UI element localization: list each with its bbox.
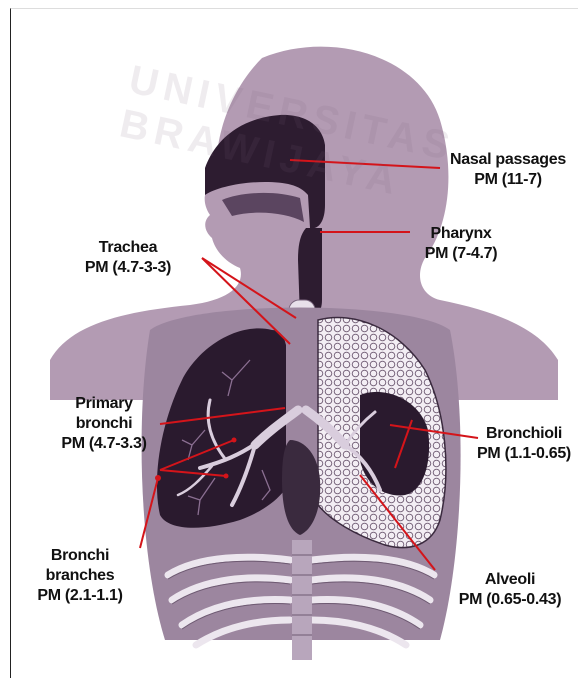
label-bronchioli-pm: PM (1.1-0.65) bbox=[462, 444, 586, 464]
label-pharynx-pm: PM (7-4.7) bbox=[406, 244, 516, 264]
label-nasal-pm: PM (11-7) bbox=[440, 170, 576, 190]
label-pharynx-name: Pharynx bbox=[406, 224, 516, 244]
label-branches-name-2: branches bbox=[20, 566, 140, 586]
label-trachea-name: Trachea bbox=[58, 238, 198, 258]
spine bbox=[292, 540, 312, 660]
label-trachea: Trachea PM (4.7-3-3) bbox=[58, 238, 198, 278]
label-primary-name-2: bronchi bbox=[44, 414, 164, 434]
label-nasal-name: Nasal passages bbox=[440, 150, 576, 170]
label-nasal-passages: Nasal passages PM (11-7) bbox=[440, 150, 576, 190]
label-bronchioli-name: Bronchioli bbox=[462, 424, 586, 444]
label-alveoli-pm: PM (0.65-0.43) bbox=[440, 590, 580, 610]
label-trachea-pm: PM (4.7-3-3) bbox=[58, 258, 198, 278]
label-alveoli-name: Alveoli bbox=[440, 570, 580, 590]
label-pharynx: Pharynx PM (7-4.7) bbox=[406, 224, 516, 264]
label-alveoli: Alveoli PM (0.65-0.43) bbox=[440, 570, 580, 610]
label-branches-pm: PM (2.1-1.1) bbox=[20, 586, 140, 606]
label-primary-pm: PM (4.7-3.3) bbox=[44, 434, 164, 454]
label-branches-name-1: Bronchi bbox=[20, 546, 140, 566]
label-primary-name-1: Primary bbox=[44, 394, 164, 414]
label-bronchioli: Bronchioli PM (1.1-0.65) bbox=[462, 424, 586, 464]
label-primary-bronchi: Primary bronchi PM (4.7-3.3) bbox=[44, 394, 164, 454]
label-bronchi-branches: Bronchi branches PM (2.1-1.1) bbox=[20, 546, 140, 606]
